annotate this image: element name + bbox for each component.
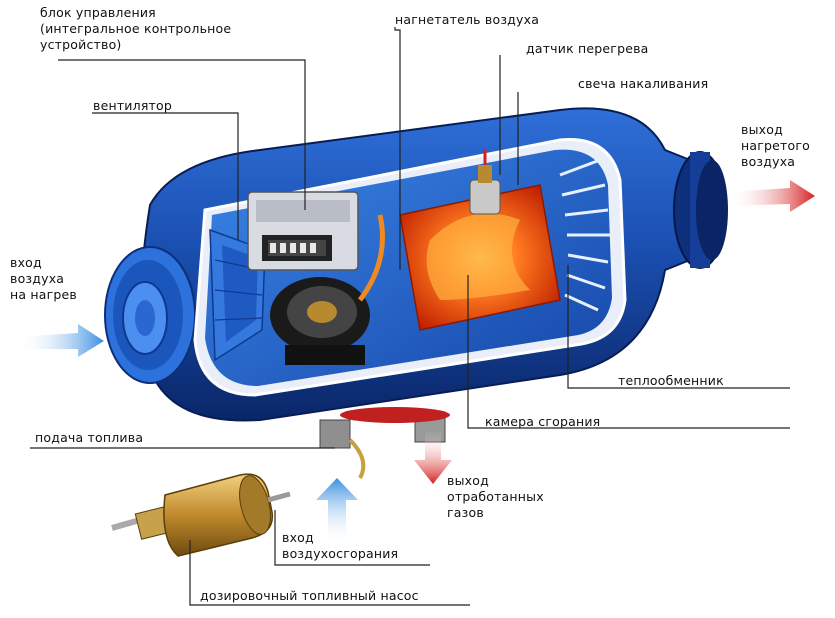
leader-fan [92, 112, 239, 240]
label-glow-plug: свеча накаливания [578, 76, 709, 91]
leader-combustion-air [274, 510, 430, 566]
label-heat-exchanger: теплообменник [618, 373, 724, 388]
label-hot-air-outlet: выход нагретого воздуха [741, 122, 810, 169]
label-fuel-supply: подача топлива [35, 430, 144, 445]
label-air-blower: нагнетатель воздуха [395, 12, 540, 27]
leader-heat-exchanger [567, 265, 790, 389]
leader-combustion-chamber [467, 275, 790, 429]
leader-dosing-pump [189, 540, 470, 606]
label-overheat-sensor: датчик перегрева [526, 41, 649, 56]
label-control-unit: блок управления (интегральное контрольно… [40, 5, 232, 52]
blower-motor [270, 277, 370, 365]
leader-air-blower [394, 27, 401, 270]
combustion-chamber [399, 184, 561, 331]
leader-lines [30, 27, 790, 606]
cutaway-interior [193, 138, 627, 397]
label-exhaust-outlet: выход отработанных газов [447, 473, 544, 520]
heat-exchanger-fins [559, 158, 610, 312]
glow-plug [469, 150, 501, 215]
label-combustion-air-inlet: вход воздухосгорания [282, 530, 399, 561]
label-combustion-chamber: камера сгорания [485, 414, 601, 429]
leader-control-unit [58, 59, 306, 210]
flow-arrows [18, 180, 815, 545]
dosing-pump-illustration [111, 473, 291, 557]
label-dosing-pump: дозировочный топливный насос [200, 588, 419, 603]
control-unit-board [247, 191, 359, 271]
label-fan: вентилятор [93, 98, 173, 113]
bottom-ports [319, 407, 450, 479]
label-air-inlet: вход воздуха на нагрев [10, 255, 77, 302]
